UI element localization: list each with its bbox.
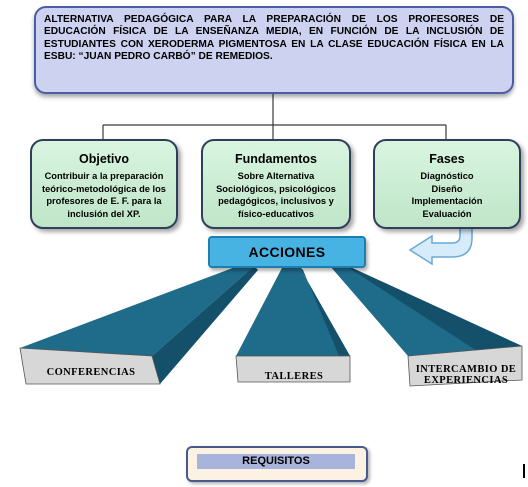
action-label-line: EXPERIENCIAS — [423, 375, 509, 386]
text-cursor — [523, 464, 525, 478]
card-fases-line: Diseño — [431, 183, 463, 194]
action-label-line: INTERCAMBIO DE — [415, 364, 517, 375]
card-fases-line: Diagnóstico — [420, 171, 474, 181]
action-box-intercambio — [407, 345, 523, 387]
card-fases-line: Implementación — [411, 196, 483, 207]
action-label-conferencias: CONFERENCIAS — [26, 367, 156, 380]
title-box: ALTERNATIVA PEDAGÓGICA PARA LA PREPARACI… — [34, 6, 514, 94]
action-box-talleres — [235, 355, 351, 383]
card-fundamentos-title: Fundamentos — [235, 152, 317, 166]
card-objetivo-line: teórico-metodológica de los — [42, 183, 166, 194]
requisitos-label: REQUISITOS — [197, 454, 355, 469]
card-objetivo-line: profesores de E. F. para la — [46, 196, 162, 207]
card-objetivo-title: Objetivo — [78, 152, 129, 166]
card-fundamentos-line: pedagógicos, inclusivos y — [218, 196, 334, 207]
action-label-intercambio: INTERCAMBIO DE EXPERIENCIAS — [412, 364, 520, 386]
card-objetivo: Objetivo Contribuir a la preparación teó… — [30, 139, 178, 229]
card-fases: Fases Diagnóstico Diseño Implementación … — [373, 139, 521, 229]
card-fases-line: Evaluación — [422, 208, 472, 219]
funnel-conferencias — [20, 266, 254, 356]
curved-arrow-icon — [408, 220, 473, 266]
action-label-talleres: TALLERES — [240, 371, 348, 382]
card-fundamentos-line: físico-educativos — [238, 208, 314, 219]
card-objetivo-line: inclusión del XP. — [67, 208, 141, 219]
funnel-talleres — [236, 266, 350, 356]
funnel-conferencias-side — [152, 266, 258, 384]
card-fases-body: Diagnóstico Diseño Implementación Evalua… — [375, 170, 519, 220]
card-fundamentos-body: Sobre Alternativa Sociológicos, psicológ… — [203, 170, 349, 220]
action-label-line: TALLERES — [264, 371, 324, 382]
requisitos-box: REQUISITOS — [186, 446, 368, 482]
action-label-line: CONFERENCIAS — [46, 367, 136, 378]
card-objetivo-body: Contribuir a la preparación teórico-meto… — [32, 170, 176, 220]
acciones-box: ACCIONES — [208, 236, 366, 268]
acciones-label: ACCIONES — [248, 244, 326, 260]
card-fases-title: Fases — [429, 152, 465, 166]
action-box-conferencias — [19, 347, 161, 385]
card-fundamentos: Fundamentos Sobre Alternativa Sociológic… — [201, 139, 351, 229]
card-objetivo-line: Contribuir a la preparación — [44, 171, 164, 181]
card-fundamentos-line: Sociológicos, psicológicos — [216, 183, 336, 194]
card-fundamentos-line: Sobre Alternativa — [237, 171, 315, 181]
title-text: ALTERNATIVA PEDAGÓGICA PARA LA PREPARACI… — [44, 14, 504, 63]
